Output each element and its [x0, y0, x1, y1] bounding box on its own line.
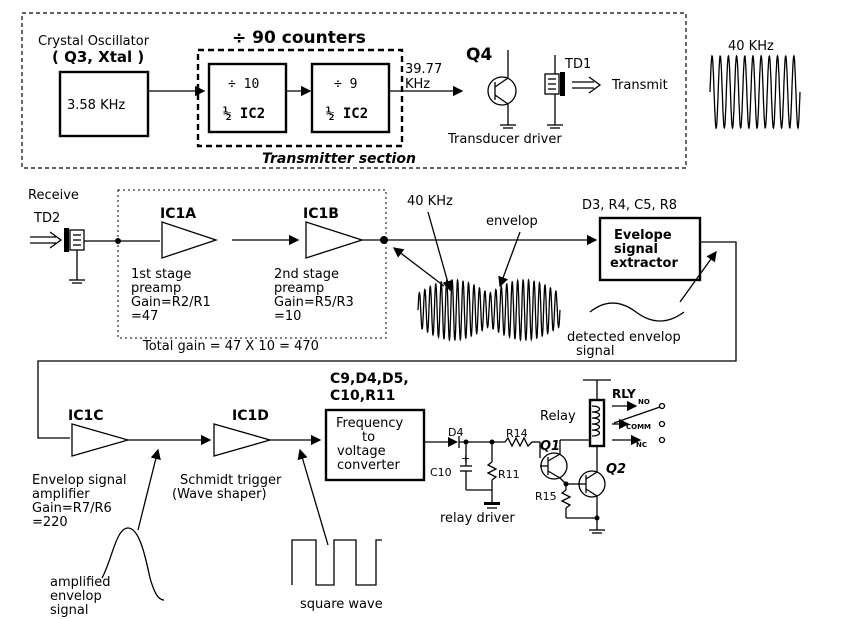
ic1d-desc-line1: Schmidt trigger [180, 473, 282, 488]
ic1c-desc-line1: Envelop signal [32, 473, 127, 488]
d4-label: D4 [448, 426, 463, 439]
receive-arrow-icon [30, 231, 63, 249]
counters-group-border [196, 48, 404, 148]
ic1b-desc-line1: 2nd stage [274, 267, 339, 282]
relay-driver-label: relay driver [440, 511, 515, 526]
fv-line3: voltage [337, 444, 386, 459]
r14-resistor-icon [504, 436, 533, 448]
ic1a-desc-line1: 1st stage [131, 267, 191, 282]
q1-label: Q1 [540, 439, 560, 454]
oscillator-parts: ( Q3, Xtal ) [52, 48, 144, 66]
d4-diode-icon [448, 437, 458, 447]
transmitter-section-border [21, 12, 687, 169]
amplified-envelop-waveform [101, 527, 165, 601]
ic1c-desc-line2: amplifier [32, 487, 90, 502]
divide-by-10-ic: ½ IC2 [223, 106, 265, 122]
output-frequency-unit: KHz [405, 77, 430, 92]
r14-label: R14 [506, 427, 528, 440]
ic1a-desc-line4: =47 [131, 309, 158, 324]
ic1b-desc-line3: Gain=R5/R3 [274, 295, 354, 310]
burst-frequency-label: 40 KHz [728, 39, 774, 54]
c10-label: C10 [430, 466, 452, 479]
fv-line4: converter [337, 458, 400, 473]
carrier-burst-waveform [709, 54, 801, 130]
extractor-to-ic1c-wire [37, 241, 737, 439]
ic1b-desc-line2: preamp [274, 281, 324, 296]
ground-icon [484, 502, 500, 505]
extractor-line2: signal [614, 242, 658, 257]
r15-resistor-icon [560, 489, 572, 509]
amplified-line1: amplified [50, 575, 111, 590]
ic1b-label: IC1B [303, 206, 339, 222]
oscillator-block [58, 70, 150, 138]
r11-resistor-icon [486, 461, 498, 481]
ic1c-desc-line3: Gain=R7/R6 [32, 501, 112, 516]
q4-label: Q4 [466, 45, 492, 65]
transducer-driver-label: Transducer driver [447, 132, 562, 147]
ic1c-desc-line4: =220 [32, 515, 68, 530]
envelope-extractor-block [598, 216, 702, 282]
comm-contact-label: COMM [626, 423, 651, 431]
ic1d-amplifier [213, 423, 273, 457]
q2-label: Q2 [606, 462, 626, 477]
rly-label: RLY [612, 387, 636, 401]
counters-title: ÷ 90 counters [232, 28, 366, 48]
square-wave-label: square wave [300, 597, 383, 612]
divide-by-9-label: ÷ 9 [334, 77, 357, 92]
square-waveform [291, 539, 382, 586]
receive-label: Receive [28, 188, 79, 203]
ic1a-desc-line2: preamp [131, 281, 181, 296]
relay-label: Relay [540, 409, 576, 424]
carrier-frequency-label: 40 KHz [407, 194, 453, 209]
r15-label: R15 [535, 490, 557, 503]
relay-switch-arm-icon [613, 406, 661, 424]
fv-line1: Frequency [336, 416, 403, 431]
ic1b-amplifier [305, 221, 365, 259]
ic1c-label: IC1C [68, 408, 104, 424]
fv-parts-line2: C10,R11 [330, 388, 395, 404]
svg-text:+: + [461, 452, 470, 465]
divide-by-10-block [207, 62, 288, 134]
fv-line2: to [362, 430, 375, 445]
transmit-label: Transmit [611, 78, 668, 93]
no-contact-label: NO [638, 398, 650, 406]
detected-envelop-waveform [589, 302, 685, 322]
divide-by-10-label: ÷ 10 [228, 77, 259, 92]
ic1a-label: IC1A [160, 206, 196, 222]
ic1a-amplifier [161, 221, 219, 259]
fv-parts-line1: C9,D4,D5, [330, 371, 409, 387]
detected-envelop-line2: signal [576, 344, 614, 359]
nc-contact-label: NC [636, 441, 647, 449]
ic1d-label: IC1D [232, 408, 269, 424]
transmitter-section-label: Transmitter section [262, 151, 416, 167]
extractor-line3: extractor [610, 256, 678, 271]
output-frequency-value: 39.77 [405, 62, 442, 77]
extractor-parts: D3, R4, C5, R8 [582, 198, 677, 213]
td2-label: TD2 [33, 211, 60, 226]
amplified-line2: envelop [50, 589, 102, 604]
divide-by-9-ic: ½ IC2 [326, 106, 368, 122]
divide-by-9-block [310, 62, 391, 134]
ic1d-desc-line2: (Wave shaper) [172, 487, 267, 502]
transmit-arrow-icon [572, 76, 602, 94]
ic1c-amplifier [71, 423, 131, 457]
extractor-line1: Evelope [614, 228, 672, 243]
td1-transducer-icon [544, 73, 560, 95]
oscillator-frequency: 3.58 KHz [67, 98, 125, 113]
preamp-group-border [117, 189, 387, 339]
total-gain-label: Total gain = 47 X 10 = 470 [142, 339, 319, 354]
amplified-line3: signal [50, 603, 88, 618]
ic1b-desc-line4: =10 [274, 309, 301, 324]
ic1a-desc-line3: Gain=R2/R1 [131, 295, 211, 310]
detected-envelop-line1: detected envelop [567, 330, 681, 345]
modulated-waveform [417, 278, 561, 342]
envelop-label: envelop [486, 214, 538, 229]
td1-label: TD1 [564, 57, 591, 72]
oscillator-title: Crystal Oscillator [38, 34, 150, 49]
frequency-to-voltage-block [324, 408, 426, 482]
q4-transistor-symbol [487, 76, 517, 106]
r11-label: R11 [498, 468, 520, 481]
